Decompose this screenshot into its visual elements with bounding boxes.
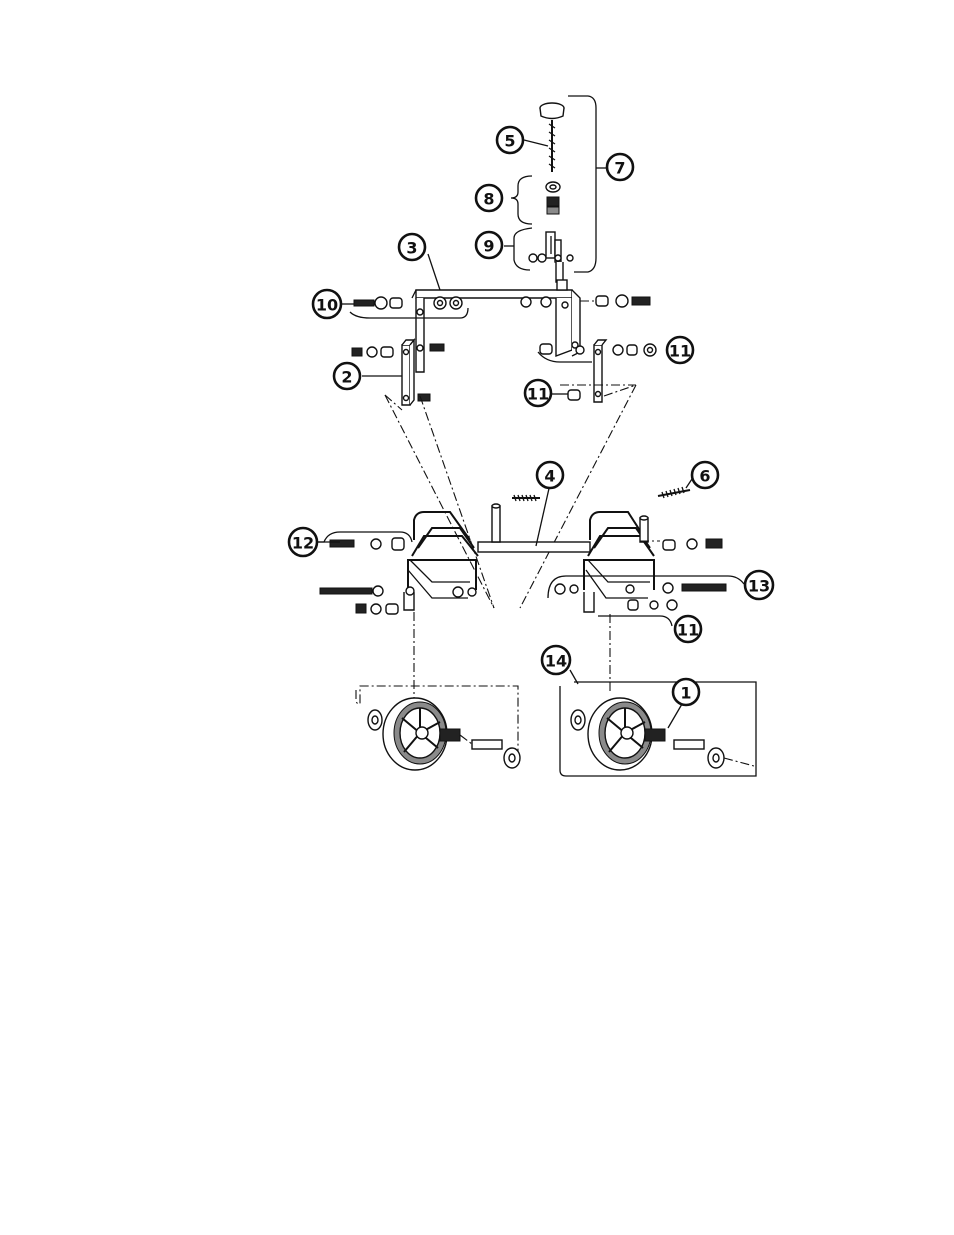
callout-6-label: 6 — [699, 467, 710, 486]
callout-5-label: 5 — [504, 132, 515, 151]
callout-12: 12 — [289, 528, 317, 556]
callout-8: 8 — [476, 185, 502, 211]
callout-5: 5 — [497, 127, 523, 153]
callout-6: 6 — [692, 462, 718, 488]
top-bracket-part — [529, 232, 573, 282]
callout-11-upper-right-label: 11 — [669, 342, 691, 361]
callout-2-label: 2 — [341, 368, 352, 387]
callout-11-middle-label: 11 — [527, 385, 549, 404]
callout-13: 13 — [745, 571, 773, 599]
callout-11-middle: 11 — [525, 380, 551, 406]
callout-10-label: 10 — [316, 296, 338, 315]
callout-1: 1 — [673, 679, 699, 705]
callout-14: 14 — [542, 646, 570, 674]
callout-14-label: 14 — [545, 652, 567, 671]
bolt-set-12 — [320, 538, 476, 614]
callout-11-lower: 11 — [675, 616, 701, 642]
callout-1-label: 1 — [680, 684, 691, 703]
left-wheel — [368, 698, 520, 770]
upper-frame-part — [412, 280, 580, 372]
washer-spring-set — [546, 182, 560, 214]
callout-8-label: 8 — [483, 190, 494, 209]
callout-11-upper-right: 11 — [667, 337, 693, 363]
callout-4: 4 — [537, 462, 563, 488]
spring-pins — [512, 487, 690, 501]
callout-9: 9 — [476, 232, 502, 258]
knob-bolt-part — [540, 103, 564, 172]
callout-9-label: 9 — [483, 237, 494, 256]
callout-2: 2 — [334, 363, 360, 389]
callout-13-label: 13 — [748, 577, 770, 596]
callout-7-label: 7 — [614, 159, 625, 178]
bolt-set-10 — [354, 297, 462, 309]
right-wheel-part — [571, 698, 724, 770]
lower-axle-frame-part — [404, 504, 654, 612]
callout-7: 7 — [607, 154, 633, 180]
callout-12-label: 12 — [292, 534, 314, 553]
callout-11-lower-label: 11 — [677, 621, 699, 640]
callout-10: 10 — [313, 290, 341, 318]
callout-3-label: 3 — [406, 239, 417, 258]
callout-4-label: 4 — [544, 467, 555, 486]
callout-3: 3 — [399, 234, 425, 260]
left-side-bracket-part — [352, 340, 444, 405]
